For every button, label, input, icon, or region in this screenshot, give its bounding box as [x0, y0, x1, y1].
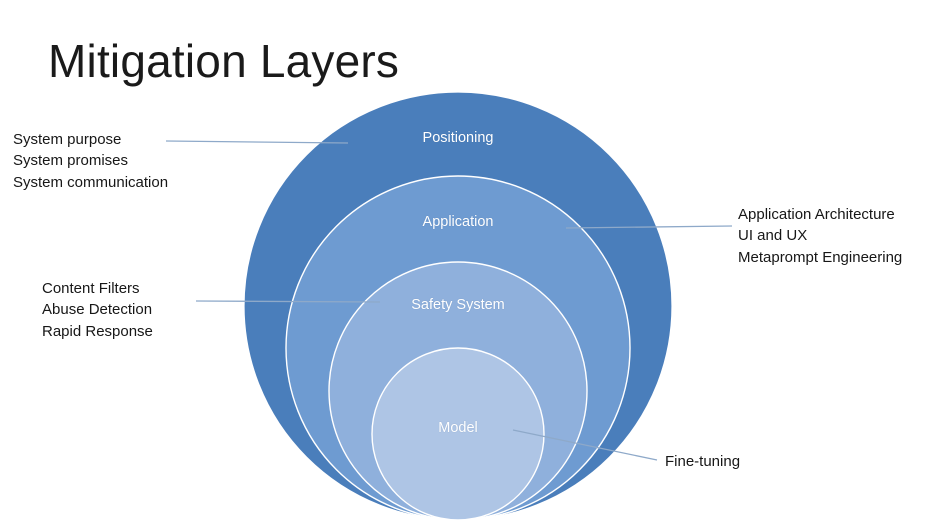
ring-model[interactable]	[371, 347, 545, 521]
annotation-line: System promises	[13, 152, 129, 170]
annotation-line: Abuse Detection	[42, 301, 153, 319]
annotation-line: Metaprompt Engineering	[738, 248, 903, 266]
annotation-line: UI and UX	[738, 227, 808, 245]
leader-line-safety-system	[195, 300, 381, 303]
ring-label-positioning: Positioning	[422, 130, 494, 146]
annotation-line: System purpose	[13, 131, 122, 148]
annotation-line: Fine-tuning	[665, 453, 741, 470]
annotation-line: Content Filters	[42, 280, 140, 297]
page-title: Mitigation Layers	[48, 35, 400, 87]
annotation-fine-tuning: Fine-tuning	[665, 451, 740, 472]
annotation-line: System communication	[13, 173, 169, 191]
ring-label-safety-system: Safety System	[411, 297, 505, 313]
annotation-line: Application Architecture	[738, 206, 895, 223]
ring-label-application: Application	[422, 214, 494, 230]
leader-line-application	[565, 225, 733, 229]
ring-label-model: Model	[438, 420, 478, 436]
annotation-positioning: System purpose System promises System co…	[13, 129, 168, 193]
annotation-application: Application Architecture UI and UX Metap…	[738, 204, 902, 268]
leader-line-positioning	[165, 140, 349, 144]
annotation-safety-system: Content Filters Abuse Detection Rapid Re…	[42, 278, 153, 342]
leader-line-fine-tuning	[512, 429, 658, 461]
annotation-line: Rapid Response	[42, 322, 153, 340]
